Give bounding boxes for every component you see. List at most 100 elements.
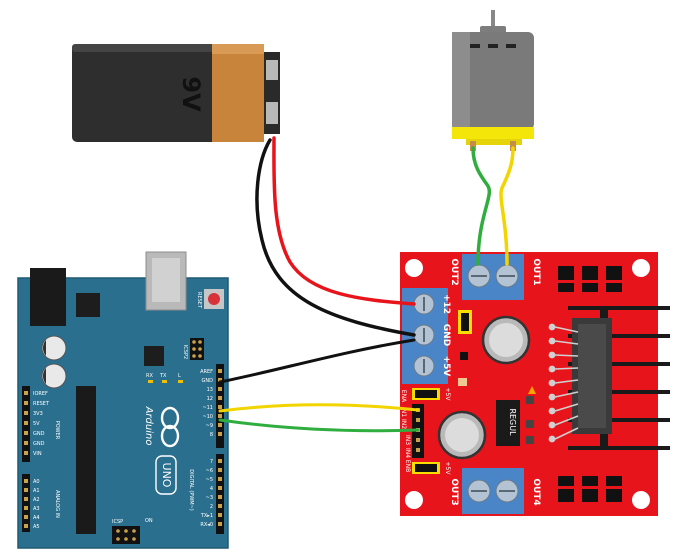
motor-can-shade — [452, 32, 470, 130]
wire-motor-out2-green — [471, 146, 492, 266]
mount-hole-tr — [632, 259, 650, 277]
pin-aref-label: AREF — [200, 369, 213, 375]
out1-label: OUT1 — [531, 258, 541, 285]
usb-chip — [144, 346, 164, 366]
wire-gnd-common-black — [218, 338, 416, 384]
motor-terminal-left — [470, 141, 476, 151]
regulator-arrow — [528, 386, 536, 394]
pin-3v3-label: 3V3 — [33, 411, 43, 417]
voltage-regulator — [76, 293, 100, 317]
pin-13-label: 13 — [207, 387, 213, 393]
rx-led — [148, 380, 153, 383]
digital-label: DIGITAL (PWM~) — [188, 469, 194, 511]
voltage-regulator-78m05 — [496, 400, 520, 446]
pin-a0-label: A0 — [33, 479, 40, 485]
jumper-12v-cap — [461, 313, 469, 331]
smd-component — [460, 352, 468, 360]
in3-label: IN3 — [404, 435, 411, 445]
left-header-pins — [24, 391, 28, 528]
arduino-logo-text: Arduino — [143, 406, 154, 446]
motor-vent-3 — [506, 44, 516, 48]
wire-pin10-in2-green — [218, 418, 420, 433]
arduino-logo — [160, 406, 180, 448]
v5-label: +5V — [441, 356, 451, 377]
enb-label: ENB — [404, 460, 411, 472]
atmega-chip — [76, 386, 96, 534]
icsp-label: ICSP — [112, 519, 123, 525]
jumper-5v-bottom-label: +5V — [444, 462, 451, 476]
pin-8-label: 8 — [210, 432, 213, 438]
rx-label: RX — [146, 373, 153, 379]
tx-label: TX — [159, 373, 167, 379]
capacitor-big-top-face — [489, 323, 523, 357]
pin-2-label: 2 — [210, 504, 213, 510]
diodes-top — [558, 266, 622, 292]
capacitor-2 — [41, 363, 67, 389]
pin-9-label: ~9 — [206, 423, 213, 429]
capacitor-1 — [41, 335, 67, 361]
pin-gnd-label: GND — [202, 378, 214, 384]
mount-hole-bl — [405, 491, 423, 509]
l298-leads — [554, 326, 579, 440]
pin-12-label: 12 — [207, 396, 213, 402]
wires — [218, 136, 515, 433]
out3-label: OUT3 — [449, 478, 459, 505]
motor-vent-1 — [470, 44, 480, 48]
mount-hole-br — [632, 491, 650, 509]
gnd-label: GND — [441, 324, 451, 346]
pin-3-label: ~3 — [206, 495, 213, 501]
dc-motor — [452, 10, 534, 151]
motor-terminal-right — [510, 141, 516, 151]
in1-label: IN1 — [400, 407, 407, 417]
pin-11-label: ~11 — [202, 405, 213, 411]
regulator-tab-2 — [526, 420, 534, 428]
uno-label: UNO — [160, 463, 173, 488]
pin-7-label: 7 — [210, 459, 213, 465]
pin-ioref-label: IOREF — [33, 391, 48, 397]
v12-label: +12 — [441, 294, 451, 314]
reset-button-cap[interactable] — [208, 293, 220, 305]
capacitor-big-bottom-face — [445, 418, 479, 452]
pin-rx0-label: RX◂0 — [200, 522, 213, 528]
motor-can — [452, 32, 534, 130]
battery-copper-highlight — [212, 44, 264, 54]
battery-copper-cap — [212, 44, 264, 142]
pin-a1-label: A1 — [33, 488, 40, 494]
battery-black-body — [72, 44, 232, 142]
capacitor-1-stripe — [42, 340, 46, 356]
jumper-5v-top-label: +5V — [444, 388, 451, 402]
analog-header — [22, 474, 30, 532]
regulator-tab-3 — [526, 436, 534, 444]
regulator-tab-1 — [526, 396, 534, 404]
battery-top-highlight — [72, 44, 232, 52]
capacitor-2-stripe — [42, 368, 46, 384]
left-header-labels: IOREF RESET 3V3 5V GND GND VIN A0 A1 A2 … — [33, 391, 50, 530]
dc-power-jack — [30, 268, 66, 326]
l-label: L — [178, 373, 181, 379]
in2-label: IN2 — [400, 419, 407, 429]
pin-5v-label: 5V — [33, 421, 40, 427]
battery-terminal-bottom — [266, 102, 278, 124]
digital-header-pins — [218, 369, 222, 526]
jumper-enb-cap — [415, 464, 437, 472]
arduino-uno-board: RESET ICSP2 RX TX L Arduino UNO — [17, 251, 229, 549]
out2-label: OUT2 — [449, 258, 459, 285]
l298-chip-face — [578, 324, 606, 428]
icsp2-header — [190, 338, 204, 360]
out4-label: OUT4 — [531, 478, 541, 505]
usb-port-inner — [152, 258, 180, 302]
l298-pins — [548, 323, 556, 443]
mount-hole-tl — [405, 259, 423, 277]
digital-header-low — [216, 454, 224, 534]
l298n-driver-board: OUT2 OUT1 OUT3 OUT4 +12 GND +5V REGUL — [400, 252, 670, 516]
wire-pin11-in1-yellow — [218, 403, 420, 413]
on-label: ON — [145, 518, 153, 524]
icsp-header — [112, 526, 140, 544]
motor-endcap — [452, 127, 534, 139]
in4-label: IN4 — [404, 448, 411, 458]
pin-4-label: 4 — [210, 486, 213, 492]
control-pin-labels: ENA IN1 IN2 IN3 IN4 ENB +5V +5V — [400, 388, 451, 476]
pin-a2-label: A2 — [33, 497, 40, 503]
l-led — [178, 380, 183, 383]
